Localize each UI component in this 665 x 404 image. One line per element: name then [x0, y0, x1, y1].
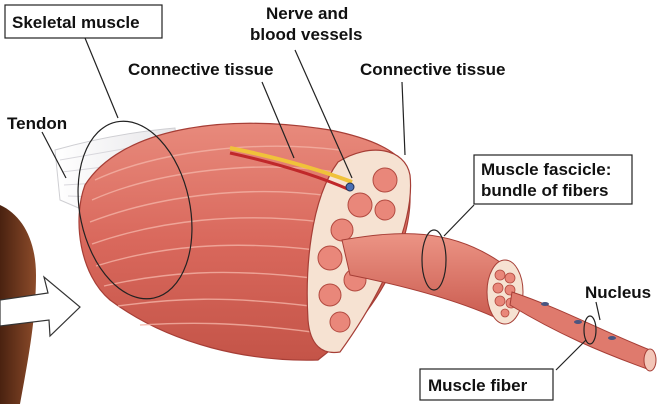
fiber-end — [643, 348, 657, 372]
skeletal-muscle-label-box — [4, 4, 163, 39]
label-nerve-line1: Nerve and — [266, 4, 348, 23]
blood-vessel — [229, 151, 351, 192]
leader-lines — [41, 37, 601, 371]
single-muscle-fiber — [509, 291, 651, 371]
label-connective-tissue-right: Connective tissue — [360, 60, 506, 79]
zoom-arrow — [0, 275, 81, 338]
label-fascicle-line2: bundle of fibers — [481, 181, 609, 200]
label-tendon: Tendon — [7, 114, 67, 133]
fascicle-ring — [421, 229, 447, 291]
fascicle-label-box — [473, 154, 633, 205]
nerve — [229, 146, 353, 184]
label-fascicle-line1: Muscle fascicle: — [481, 160, 611, 179]
fiber-ring — [583, 315, 597, 345]
vessel-cross-section — [345, 182, 355, 192]
fiber-nuclei — [541, 302, 616, 340]
label-connective-tissue-left: Connective tissue — [128, 60, 274, 79]
muscle-fiber-label-box — [419, 368, 554, 401]
label-nerve-line2: blood vessels — [250, 25, 362, 44]
label-skeletal-muscle: Skeletal muscle — [12, 13, 140, 32]
skeletal-muscle-ring — [77, 120, 193, 300]
label-nucleus: Nucleus — [585, 283, 651, 302]
label-muscle-fiber: Muscle fiber — [428, 376, 528, 395]
